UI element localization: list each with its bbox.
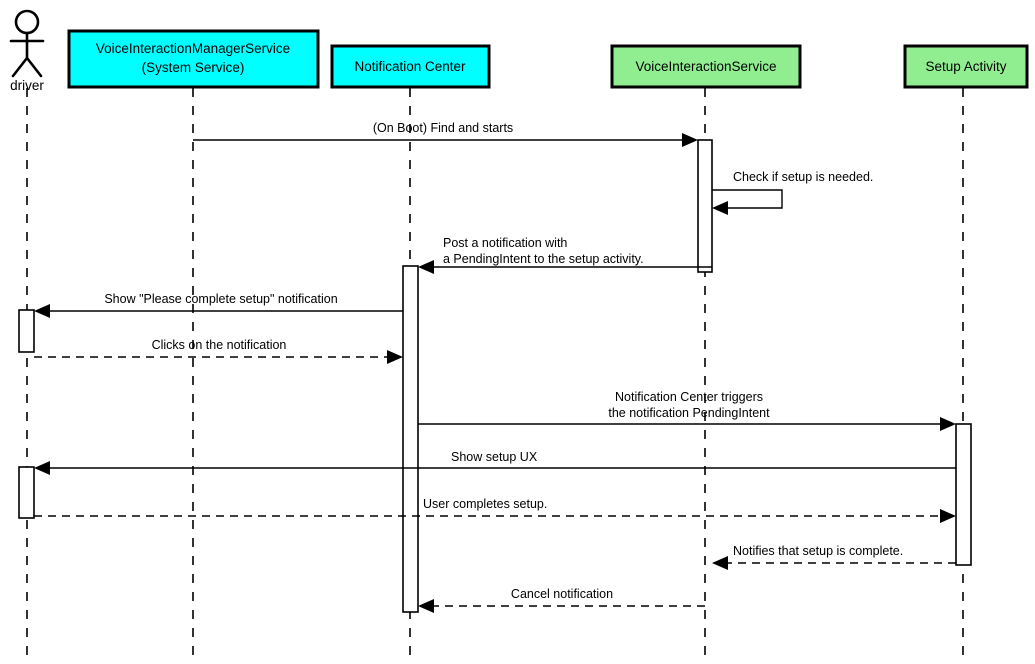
message-cancel-notification[interactable]: Cancel notification [418, 587, 705, 613]
participant-label-vis: VoiceInteractionService [635, 59, 776, 74]
message-label-7: Show setup UX [451, 450, 538, 464]
participant-vims[interactable]: VoiceInteractionManagerService (System S… [67, 29, 320, 89]
message-label-6-line2: the notification PendingIntent [608, 406, 770, 420]
activation-bar-notification-center [402, 265, 419, 613]
message-notifies-that-setup-is-complete[interactable]: Notifies that setup is complete. [712, 544, 956, 570]
activation-bar-driver-1 [18, 309, 35, 353]
participant-vis[interactable]: VoiceInteractionService [610, 44, 802, 89]
activation-bar-vis [697, 139, 713, 273]
actor-leg-right-icon [25, 56, 43, 78]
participant-label-vims-line2: (System Service) [142, 60, 245, 75]
message-arrowhead-10 [418, 599, 434, 613]
message-on-boot-find-and-starts[interactable]: (On Boot) Find and starts [193, 121, 698, 147]
message-user-completes-setup[interactable]: User completes setup. [34, 497, 956, 523]
message-arrowhead-5 [387, 350, 403, 364]
message-arrowhead-8 [940, 509, 956, 523]
message-label-6-line1: Notification Center triggers [615, 390, 763, 404]
message-show-please-complete-setup-notification[interactable]: Show "Please complete setup" notificatio… [34, 292, 403, 318]
message-post-a-notification[interactable]: Post a notification with a PendingIntent… [418, 236, 712, 274]
participant-box-vis [610, 44, 802, 89]
activation-bar-driver-2 [18, 466, 35, 519]
message-arrowhead-2 [712, 201, 728, 215]
message-arrowhead-4 [34, 304, 50, 318]
message-arrowhead-7 [34, 461, 50, 475]
participant-label-vims-line1: VoiceInteractionManagerService [96, 41, 290, 56]
actor-label-driver: driver [10, 78, 44, 93]
message-check-if-setup-is-needed[interactable]: Check if setup is needed. [712, 170, 873, 215]
message-label-3-line2: a PendingIntent to the setup activity. [443, 252, 644, 266]
message-label-3-line1: Post a notification with [443, 236, 567, 250]
message-arrowhead-9 [712, 556, 728, 570]
message-label-10: Cancel notification [511, 587, 613, 601]
message-arrowhead-6 [940, 417, 956, 431]
message-label-9: Notifies that setup is complete. [733, 544, 903, 558]
message-label-5: Clicks on the notification [152, 338, 287, 352]
actor-leg-left-icon [11, 56, 29, 78]
message-arrowhead-1 [682, 133, 698, 147]
participant-label-setup-activity: Setup Activity [925, 59, 1006, 74]
participant-setup-activity[interactable]: Setup Activity [903, 44, 1029, 89]
actor-head-icon [14, 9, 40, 35]
message-arrowhead-3 [418, 260, 434, 274]
message-label-8: User completes setup. [423, 497, 547, 511]
participant-notification-center[interactable]: Notification Center [330, 44, 491, 89]
message-label-4: Show "Please complete setup" notificatio… [104, 292, 337, 306]
actor-driver[interactable]: driver [9, 9, 44, 93]
participant-box-setup-activity [903, 44, 1029, 89]
participant-box-vims [67, 29, 320, 89]
participant-box-notification-center [330, 44, 491, 89]
activation-bar-setup-activity [955, 423, 972, 566]
message-self-path-2 [712, 189, 783, 209]
activation-bars-layer [18, 139, 972, 613]
message-show-setup-ux[interactable]: Show setup UX [34, 450, 956, 475]
participant-label-notification-center: Notification Center [354, 59, 466, 74]
message-clicks-on-the-notification[interactable]: Clicks on the notification [34, 338, 403, 364]
message-label-1: (On Boot) Find and starts [373, 121, 513, 135]
message-notification-center-triggers-pendingintent[interactable]: Notification Center triggers the notific… [418, 390, 956, 431]
message-label-2: Check if setup is needed. [733, 170, 873, 184]
